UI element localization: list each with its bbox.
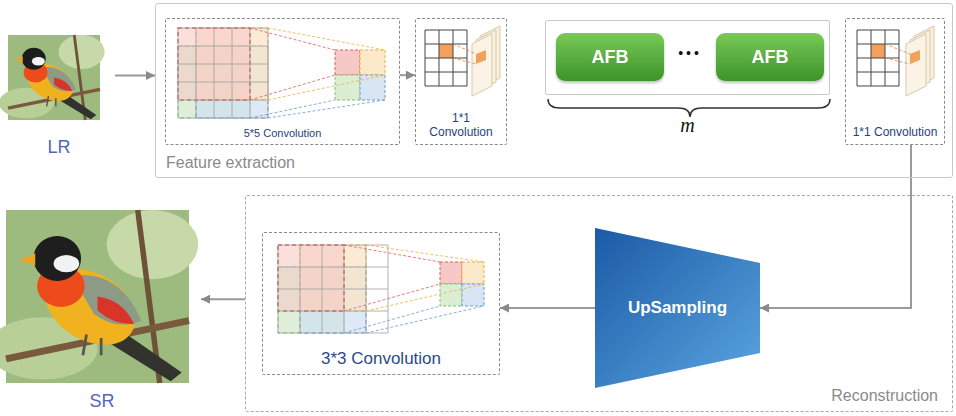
projection-line [344, 245, 440, 311]
conv-box-label: 1*1 Convolution [420, 112, 502, 140]
output-cell [462, 284, 484, 306]
flow-arrow [115, 75, 155, 77]
kernel-cell [871, 44, 885, 58]
conv-box: 5*5 Convolution [165, 18, 400, 145]
conv-box: 3*3 Convolution [262, 232, 500, 375]
projection-line [250, 100, 385, 118]
projection-line [268, 28, 385, 100]
projection-line [250, 28, 335, 100]
afb-block-label: AFB [592, 47, 629, 68]
output-cell [440, 262, 462, 284]
afb-block: AFB [556, 33, 664, 81]
projection-line [344, 306, 484, 333]
stage-box-label: Reconstruction [831, 387, 938, 405]
stage-box: Reconstruction 3*3 Convolution UpSampling [245, 195, 953, 412]
ellipsis-label: ••• [655, 45, 725, 61]
upsampling-trapezoid-label: UpSampling [628, 298, 727, 318]
window-square [278, 245, 344, 311]
projection-line [885, 44, 910, 64]
trapezoid-fill [595, 228, 760, 388]
output-cell [440, 284, 462, 306]
output-cell [335, 75, 360, 100]
projection-line [366, 245, 484, 311]
projection-line [453, 44, 476, 64]
conv-3x3-picture [278, 245, 484, 333]
conv-box-label: 1*1 Convolution [850, 126, 940, 140]
output-cell [476, 50, 486, 64]
grid [178, 28, 268, 118]
flow-arrow [760, 145, 911, 308]
conv-1x1-picture [425, 26, 500, 96]
image-frame-label: SR [5, 391, 199, 412]
conv-box: 1*1 Convolution [415, 18, 507, 145]
grid [278, 245, 388, 333]
flow-arrow [400, 74, 415, 76]
grid [425, 30, 467, 86]
feature-plane [472, 34, 492, 96]
output-cell [360, 75, 385, 100]
output-cell [335, 50, 360, 75]
conv-box-label: 3*3 Convolution [268, 349, 494, 369]
lr-image [0, 35, 105, 120]
flow-arrow [201, 298, 245, 300]
image-frame-label: LR [5, 137, 113, 158]
conv-box-label: 5*5 Convolution [170, 127, 395, 140]
conv-1x1-picture [857, 26, 934, 96]
image-frame: LR [3, 30, 115, 160]
conv-5x5-picture [178, 28, 385, 118]
output-cell [360, 50, 385, 75]
output-cell [462, 262, 484, 284]
conv-box: 1*1 Convolution [845, 18, 945, 145]
afb-block: AFB [716, 33, 824, 81]
kernel-cell [439, 44, 453, 58]
stage-box: Feature extraction 5*5 Convolution 1*1 Con… [155, 3, 953, 178]
grid [857, 30, 899, 86]
feature-plane [906, 34, 926, 96]
flow-arrow [500, 307, 595, 309]
block-chain-box-label: m [546, 114, 829, 137]
image-frame: SR [3, 205, 201, 414]
stage-box-label: Feature extraction [166, 154, 295, 172]
afb-block-label: AFB [752, 47, 789, 68]
upsampling-trapezoid: UpSampling [595, 228, 760, 388]
output-cell [910, 50, 920, 64]
sr-image [0, 210, 198, 383]
